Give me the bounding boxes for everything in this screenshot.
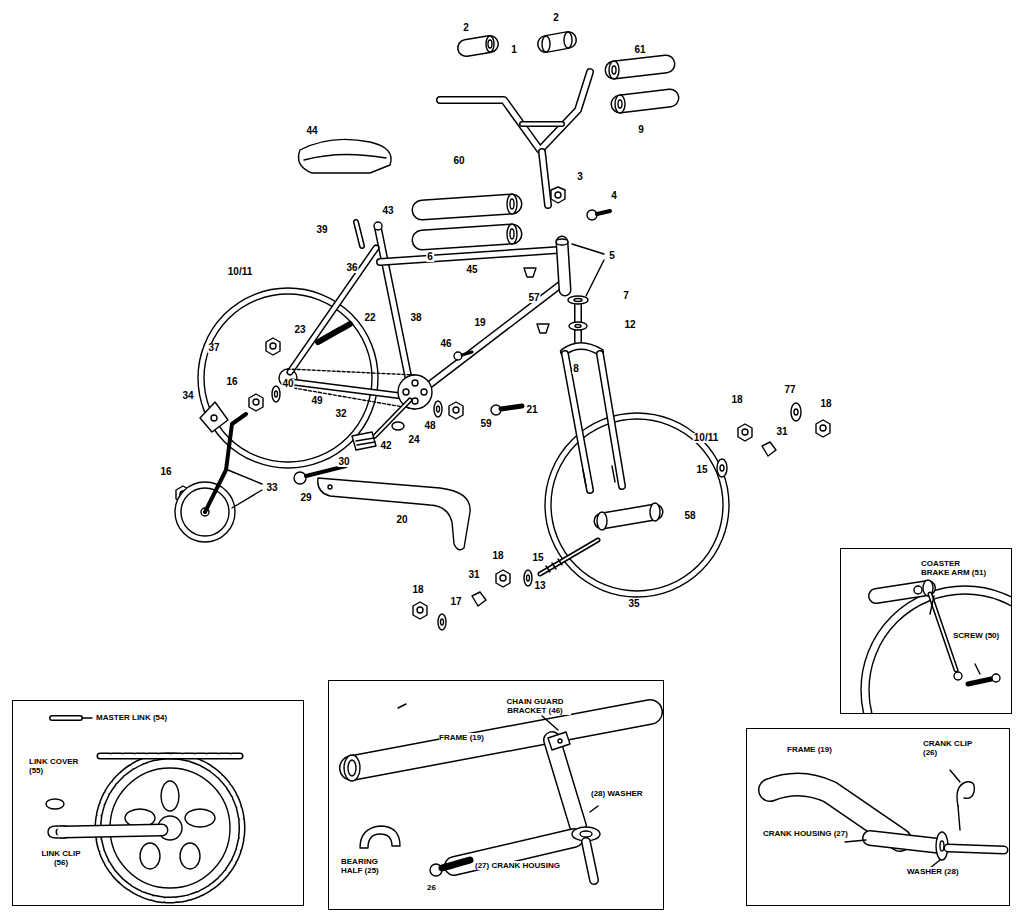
callout-number: 24 [407, 435, 420, 445]
callout-number: 40 [281, 379, 294, 389]
callout-number: 49 [310, 396, 323, 406]
inset-box: CHAIN GUARD BRACKET (46) FRAME (19) (28) W… [328, 680, 664, 910]
part-label: BEARING HALF (25) [341, 857, 401, 875]
callout-number: 8 [572, 364, 580, 374]
callout-number: 34 [181, 391, 194, 401]
callout-number: 10/11 [227, 267, 253, 277]
callout-number: 18 [730, 395, 743, 405]
callout-number: 36 [345, 263, 358, 273]
callout-number: 77 [783, 385, 796, 395]
callout-number: 44 [305, 126, 318, 136]
callout-number: 18 [491, 551, 504, 561]
part-label: LINK COVER (55) [29, 757, 93, 775]
callout-number: 39 [315, 225, 328, 235]
callout-number: 57 [527, 293, 540, 303]
callout-number: 61 [633, 45, 646, 55]
callout-number: 2 [552, 13, 560, 23]
callout-number: 18 [411, 585, 424, 595]
callout-number: 7 [622, 291, 630, 301]
callout-number: 2 [462, 23, 470, 33]
callout-number: 21 [525, 405, 538, 415]
callout-number: 10/11 [693, 433, 719, 443]
inset-box: MASTER LINK (54) LINK COVER (55) LINK CLIP… [12, 700, 304, 906]
part-label: (28) WASHER [591, 789, 643, 798]
callout-number: 15 [531, 553, 544, 563]
callout-number: 37 [207, 343, 220, 353]
callout-number: 60 [452, 156, 465, 166]
callout-number: 33 [265, 483, 278, 493]
callout-number: 30 [337, 457, 350, 467]
part-label: FRAME (19) [439, 733, 484, 742]
callout-number: 17 [449, 597, 462, 607]
part-label: CRANK HOUSING (27) [763, 829, 848, 838]
callout-number: 6 [426, 252, 434, 262]
callout-number: 59 [479, 419, 492, 429]
callout-number: 12 [623, 320, 636, 330]
callout-number: 38 [409, 313, 422, 323]
callout-number: 3 [576, 172, 584, 182]
callout-number: 13 [533, 581, 546, 591]
part-label: COASTER BRAKE ARM (51) [921, 559, 987, 577]
callout-number: 32 [334, 409, 347, 419]
part-label: (27) CRANK HOUSING [475, 861, 560, 870]
callout-number: 48 [423, 421, 436, 431]
part-label: WASHER (28) [907, 867, 959, 876]
callout-number: 45 [465, 265, 478, 275]
callout-number: 1 [510, 45, 518, 55]
callout-number: 35 [627, 599, 640, 609]
callout-number: 18 [819, 399, 832, 409]
callout-number: 42 [379, 441, 392, 451]
callout-number: 43 [381, 206, 394, 216]
inset-box: COASTER BRAKE ARM (51) SCREW (50) [840, 548, 1012, 714]
callout-number: 9 [637, 125, 645, 135]
part-label: 26 [427, 883, 436, 892]
callout-number: 22 [363, 313, 376, 323]
callout-number: 31 [775, 427, 788, 437]
callout-number: 16 [225, 377, 238, 387]
callout-number: 23 [293, 325, 306, 335]
callout-number: 5 [608, 251, 616, 261]
inset-box: FRAME (19) CRANK CLIP (26) CRANK HOUSING (… [746, 728, 1010, 906]
part-label: MASTER LINK (54) [96, 713, 167, 722]
callout-number: 58 [683, 511, 696, 521]
callout-number: 4 [610, 191, 618, 201]
callout-number: 19 [473, 318, 486, 328]
part-label: FRAME (19) [787, 745, 832, 754]
callout-number: 20 [395, 515, 408, 525]
callout-number: 46 [439, 339, 452, 349]
part-label: CHAIN GUARD BRACKET (46) [499, 697, 571, 715]
callout-number: 29 [299, 493, 312, 503]
part-label: CRANK CLIP (26) [923, 739, 987, 757]
callout-number: 31 [467, 570, 480, 580]
part-label: SCREW (50) [953, 631, 999, 640]
callout-number: 15 [695, 465, 708, 475]
part-label: LINK CLIP (56) [37, 849, 85, 867]
callout-number: 16 [159, 467, 172, 477]
